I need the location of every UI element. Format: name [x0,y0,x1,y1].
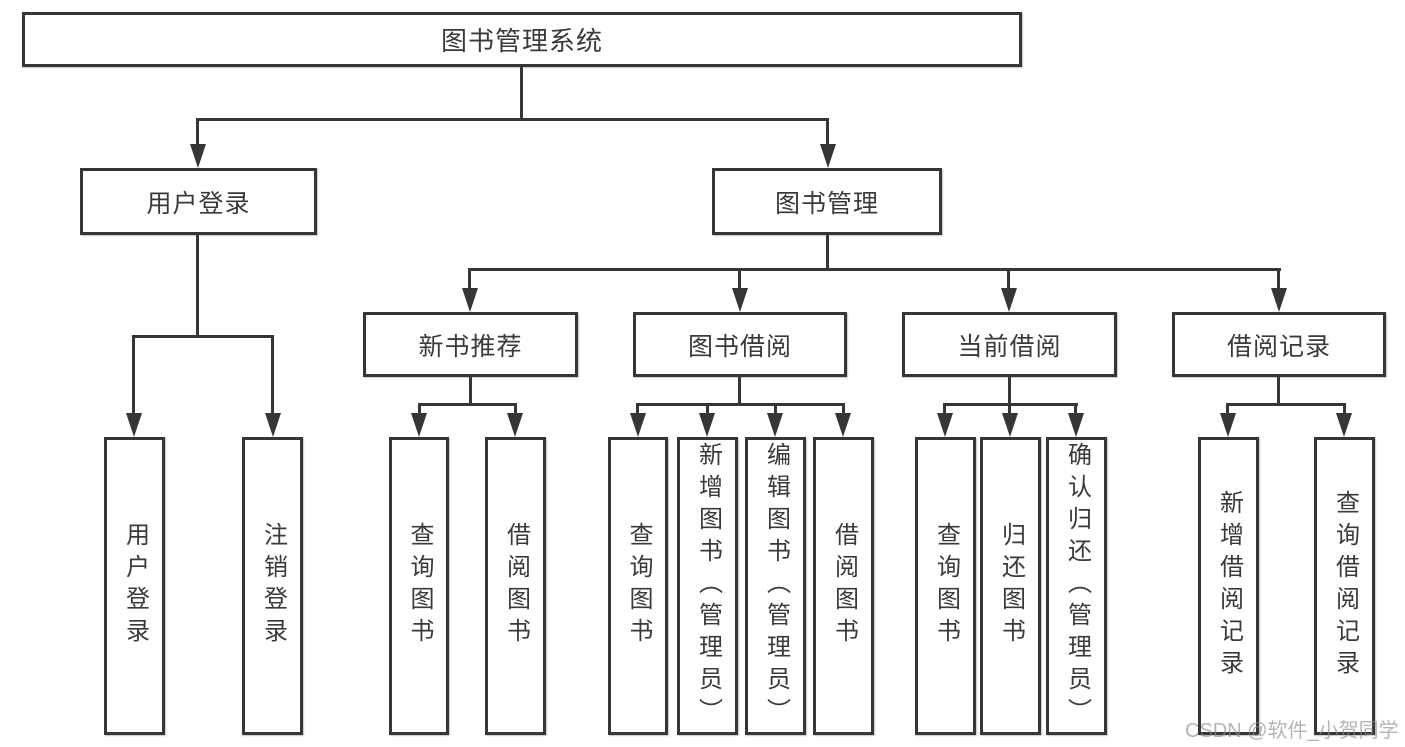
connector-line [196,118,199,146]
node-label: 图书管理 [774,189,879,218]
arrow-down-icon [462,288,478,312]
node-label: 查询图书 [932,522,960,650]
node-label: 当前借阅 [957,332,1062,361]
node-label: 用户登录 [146,189,251,218]
connector-line [943,403,946,415]
arrow-down-icon [820,144,836,168]
node-edit-books-admin: 编辑图书（管理员） [745,437,806,735]
connector-line [271,335,274,415]
csdn-watermark: CSDN @软件_小贺同学 [1185,720,1399,742]
arrow-down-icon [190,144,206,168]
connector-line [469,375,472,406]
connector-line [1008,375,1011,406]
node-label: 新增图书（管理员） [694,442,722,730]
arrow-down-icon [1068,413,1084,437]
node-label: 借阅图书 [502,522,530,650]
connector-line [418,403,421,415]
node-query-books-recommend: 查询图书 [389,437,449,735]
node-label: 归还图书 [997,522,1025,650]
node-add-books-admin: 新增图书（管理员） [677,437,738,735]
node-label: 图书借阅 [687,332,792,361]
arrow-down-icon [411,413,427,437]
node-query-books-borrow: 查询图书 [608,437,668,735]
connector-line [842,403,845,415]
node-borrow-books: 借阅图书 [813,437,874,735]
node-label: 注销登录 [259,522,287,650]
connector-line [706,403,709,415]
arrow-down-icon [126,413,142,437]
connector-line [1277,268,1280,290]
node-current-borrowing: 当前借阅 [902,312,1117,377]
node-label: 编辑图书（管理员） [762,442,790,730]
connector-line [1008,403,1011,415]
node-return-books: 归还图书 [980,437,1041,735]
connector-line [418,403,517,406]
connector-line [468,268,471,290]
node-library-management-system: 图书管理系统 [22,12,1022,67]
connector-line [738,375,741,406]
connector-line [636,403,845,406]
arrow-down-icon [265,413,281,437]
node-add-borrow-record: 新增借阅记录 [1198,437,1259,735]
node-borrowing-records: 借阅记录 [1172,312,1386,377]
node-label: 借阅图书 [830,522,858,650]
connector-line [468,268,1281,271]
node-book-borrowing: 图书借阅 [633,312,847,377]
connector-line [636,403,639,415]
node-user-login-leaf: 用户登录 [104,437,165,735]
connector-line [1343,403,1346,415]
arrow-down-icon [1220,413,1236,437]
node-label: 查询借阅记录 [1331,490,1359,682]
connector-line [774,403,777,415]
connector-line [1277,375,1280,406]
arrow-down-icon [630,413,646,437]
arrow-down-icon [937,413,953,437]
arrow-down-icon [732,288,748,312]
connector-line [1007,268,1010,290]
connector-line [1074,403,1077,415]
arrow-down-icon [835,413,851,437]
node-book-management: 图书管理 [712,168,942,235]
connector-line [1226,403,1229,415]
node-query-books-current: 查询图书 [915,437,976,735]
arrow-down-icon [507,413,523,437]
arrow-down-icon [767,413,783,437]
node-query-borrow-record: 查询借阅记录 [1314,437,1375,735]
node-logout: 注销登录 [242,437,303,735]
node-label: 查询图书 [625,522,652,650]
connector-line [514,403,517,415]
node-label: 确认归还（管理员） [1063,442,1091,730]
arrow-down-icon [1336,413,1352,437]
connector-line [196,118,829,121]
connector-line [826,118,829,146]
node-label: 新增借阅记录 [1215,490,1243,682]
node-label: 用户登录 [121,522,149,650]
connector-line [520,66,523,120]
node-label: 查询图书 [406,522,433,650]
node-label: 借阅记录 [1226,332,1331,361]
node-label: 图书管理系统 [440,26,603,56]
arrow-down-icon [1002,413,1018,437]
connector-line [132,335,135,415]
arrow-down-icon [1001,288,1017,312]
arrow-down-icon [699,413,715,437]
node-borrow-books-recommend: 借阅图书 [485,437,546,735]
connector-line [196,232,199,338]
connector-line [738,268,741,290]
node-label: 新书推荐 [418,332,523,361]
arrow-down-icon [1271,288,1287,312]
node-confirm-return-admin: 确认归还（管理员） [1046,437,1107,735]
connector-line [826,232,829,271]
connector-line [1226,403,1346,406]
node-new-book-recommendation: 新书推荐 [363,312,578,377]
connector-line [132,335,274,338]
node-user-login: 用户登录 [80,168,317,235]
